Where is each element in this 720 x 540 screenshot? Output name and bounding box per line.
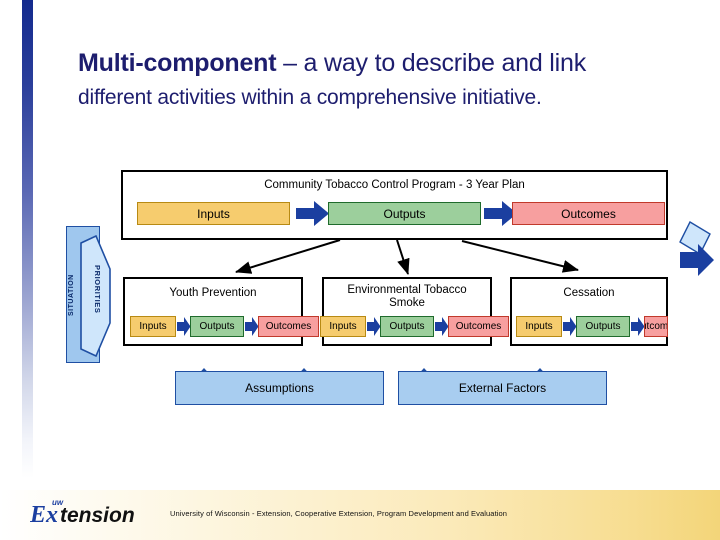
cessation-stage-outputs: Outputs [576,316,630,337]
program-arrow-2-icon [484,201,518,226]
connector-to-cessation [461,240,579,273]
program-title: Community Tobacco Control Program - 3 Ye… [264,179,525,191]
logo-uw-text: uw [52,498,64,507]
youth-stage-inputs: Inputs [130,316,176,337]
connector-to-ets [396,239,410,275]
youth-stage-outputs: Outputs [190,316,244,337]
foundation-external-factors: External Factors [398,371,607,405]
logo-tension-text: tension [60,504,135,527]
priorities-label: PRIORITIES [93,264,102,314]
program-arrow-1-icon [296,201,330,226]
cessation-arrow-2-icon [631,317,645,336]
youth-stage-outcomes: Outcomes [258,316,319,337]
priorities-panel [80,234,112,358]
title-lead: Multi-component [78,49,277,77]
youth-arrow-2-icon [245,317,259,336]
foundation-assumptions: Assumptions [175,371,384,405]
logo-ex-text: Ex [30,502,58,528]
program-stage-inputs: Inputs [137,202,290,225]
priorities-arrow-shape [80,234,111,358]
left-accent-bar [22,0,33,478]
ets-arrow-2-icon [435,317,449,336]
cessation-arrow-1-icon [563,317,577,336]
cessation-stage-inputs: Inputs [516,316,562,337]
component-title-youth-prevention: Youth Prevention [169,287,257,299]
footer-credit: University of Wisconsin - Extension, Coo… [170,509,508,518]
component-title-ets-line2: Smoke [389,297,425,309]
program-stage-outputs: Outputs [328,202,481,225]
ets-stage-inputs: Inputs [320,316,366,337]
title-line2: different activities within a comprehens… [78,86,542,109]
component-title-ets: Environmental Tobacco [347,284,467,296]
page-title: Multi-component – a way to describe and … [78,48,658,112]
ets-stage-outputs: Outputs [380,316,434,337]
decorative-arrow-icon [666,218,718,289]
logic-model-diagram: SITUATION PRIORITIES Community Tobacco C… [66,170,718,405]
connector-to-youth [235,239,341,274]
program-stage-outcomes: Outcomes [512,202,665,225]
footer-band [0,490,720,540]
title-rest: – a way to describe and link [276,49,587,77]
uw-extension-logo: uw Ex tension [29,494,160,528]
component-title-cessation: Cessation [563,287,615,299]
ets-arrow-1-icon [367,317,381,336]
youth-arrow-1-icon [177,317,191,336]
ets-stage-outcomes: Outcomes [448,316,509,337]
cessation-stage-outcomes: Outcomes [644,316,668,337]
